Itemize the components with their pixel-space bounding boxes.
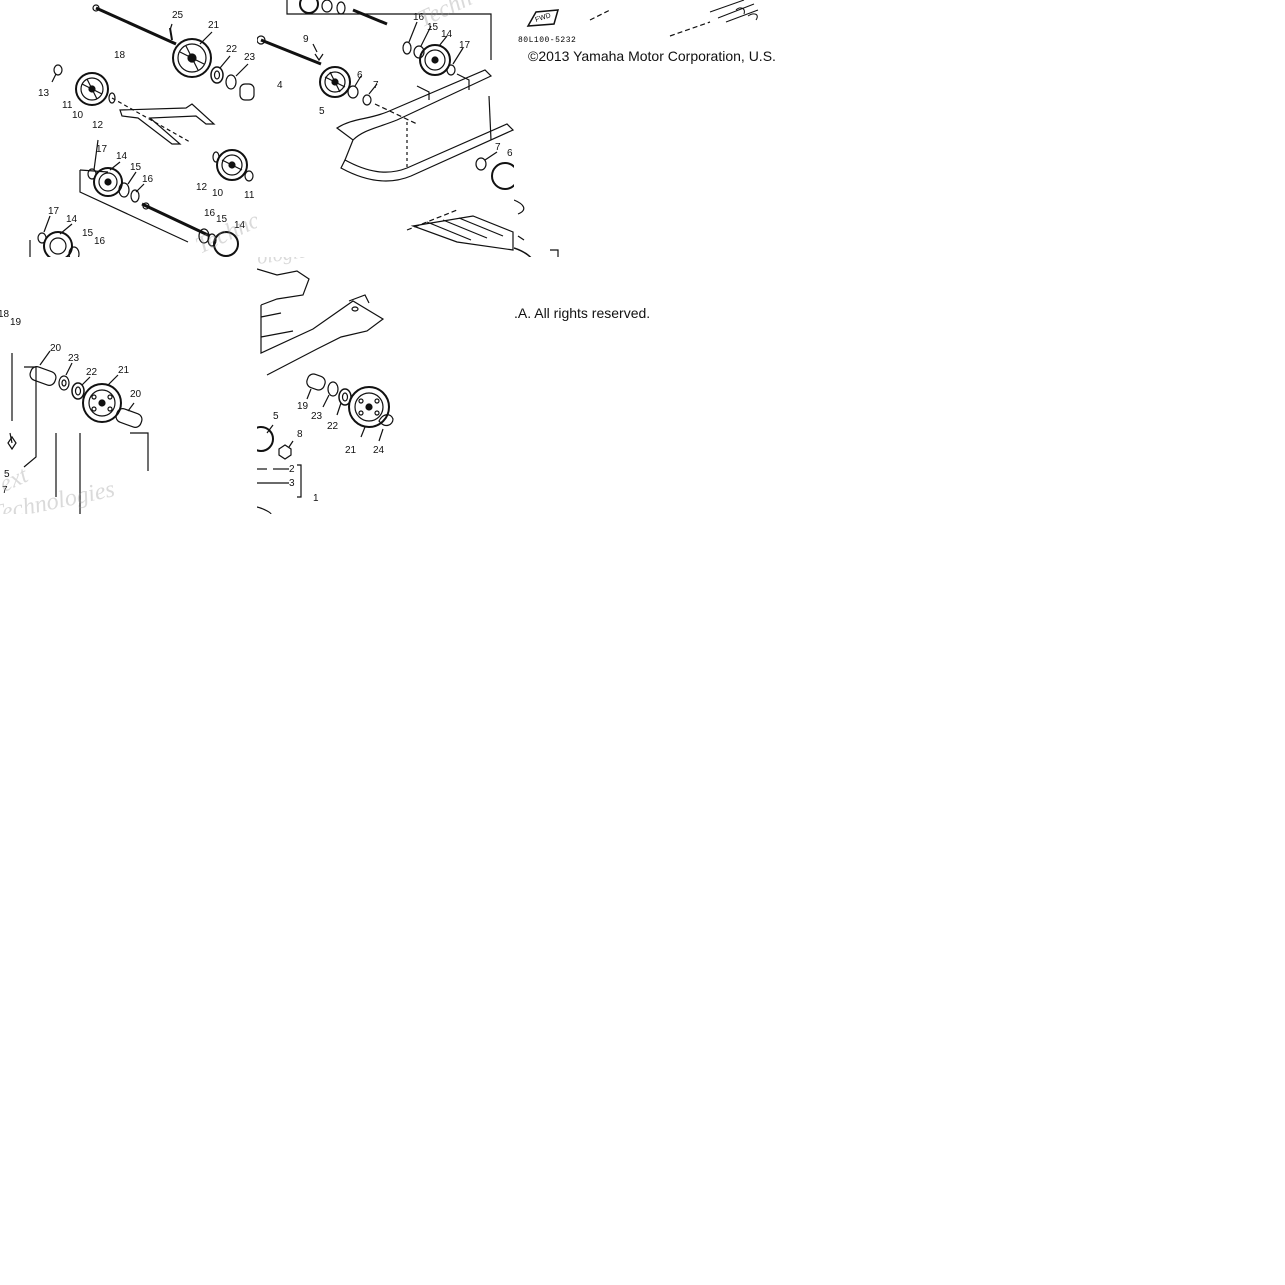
callout-label: 2 bbox=[289, 464, 295, 475]
callout-label: 5 bbox=[4, 469, 10, 480]
callout-label: 19 bbox=[297, 401, 309, 412]
exploded-parts-drawing-tr: 80L100-5232 FWD bbox=[514, 0, 759, 257]
callout-label: 7 bbox=[2, 485, 8, 496]
callout-label: 15 bbox=[427, 22, 439, 33]
callout-label: 12 bbox=[92, 120, 104, 131]
copyright-notice-part-1: ©2013 Yamaha Motor Corporation, U.S. bbox=[528, 48, 776, 64]
callout-label: 13 bbox=[38, 88, 50, 99]
callout-label: 23 bbox=[311, 411, 323, 422]
callout-label: 15 bbox=[82, 228, 94, 239]
exploded-parts-drawing-tm: 9 4 6 7 5 16 15 14 17 7 6 bbox=[257, 0, 514, 251]
callout-label: 10 bbox=[212, 188, 224, 199]
callout-label: 12 bbox=[196, 182, 208, 193]
exploded-parts-drawing-mm: 19 23 22 21 24 5 8 2 3 1 bbox=[257, 268, 394, 514]
exploded-parts-drawing-ml: 18 19 20 23 22 21 20 5 7 bbox=[0, 309, 149, 514]
diagram-tile-top-right: 80L100-5232 FWD bbox=[514, 0, 771, 257]
callout-label: 14 bbox=[234, 220, 246, 231]
callout-label: 3 bbox=[289, 478, 295, 489]
callout-label: 22 bbox=[86, 367, 98, 378]
callout-label: 15 bbox=[130, 162, 142, 173]
callout-label: 18 bbox=[114, 50, 126, 61]
callout-label: 21 bbox=[208, 20, 220, 31]
callout-label: 4 bbox=[277, 80, 283, 91]
callout-label: 20 bbox=[50, 343, 62, 354]
diagram-tile-top-left: 25 21 18 22 23 13 11 10 12 17 14 15 16 1… bbox=[0, 0, 257, 257]
callout-label: 23 bbox=[244, 52, 256, 63]
callout-label: 24 bbox=[373, 445, 385, 456]
callout-label: 22 bbox=[327, 421, 339, 432]
callout-label: 7 bbox=[495, 142, 501, 153]
copyright-notice-part-2: .A. All rights reserved. bbox=[514, 305, 651, 321]
callout-label: 20 bbox=[130, 389, 142, 400]
callout-label: 17 bbox=[459, 40, 471, 51]
diagram-tile-middle-right bbox=[514, 257, 771, 514]
callout-label: 6 bbox=[357, 70, 363, 81]
callout-label: 18 bbox=[0, 309, 10, 320]
callout-label: 6 bbox=[507, 148, 513, 159]
callout-label: 15 bbox=[216, 214, 228, 225]
callout-label: 25 bbox=[172, 10, 184, 21]
callout-label: 23 bbox=[68, 353, 80, 364]
callout-label: 9 bbox=[303, 34, 309, 45]
callout-label: 16 bbox=[142, 174, 154, 185]
callout-label: 10 bbox=[72, 110, 84, 121]
callout-label: 16 bbox=[204, 208, 216, 219]
callout-label: 21 bbox=[345, 445, 357, 456]
callout-label: 11 bbox=[244, 190, 255, 201]
callout-label: 17 bbox=[96, 144, 108, 155]
callout-label: 7 bbox=[373, 80, 379, 91]
callout-label: 8 bbox=[297, 429, 303, 440]
callout-label: 5 bbox=[273, 411, 279, 422]
callout-label: 17 bbox=[48, 206, 60, 217]
callout-label: 1 bbox=[313, 493, 319, 504]
exploded-parts-drawing-tl: 25 21 18 22 23 13 11 10 12 17 14 15 16 1… bbox=[29, 4, 256, 257]
callout-label: 22 bbox=[226, 44, 238, 55]
diagram-tile-middle-middle: 19 23 22 21 24 5 8 2 3 1 ologies bbox=[257, 257, 514, 514]
diagram-tile-top-middle: 9 4 6 7 5 16 15 14 17 7 6 Techn bbox=[257, 0, 514, 257]
callout-label: 14 bbox=[116, 151, 128, 162]
callout-label: 21 bbox=[118, 365, 130, 376]
callout-label: 14 bbox=[66, 214, 78, 225]
diagram-tile-middle-left: 18 19 20 23 22 21 20 5 7 ext Technologie… bbox=[0, 257, 257, 514]
diagram-code: 80L100-5232 bbox=[518, 36, 576, 45]
callout-label: 5 bbox=[319, 106, 325, 117]
front-arrow-label: FWD bbox=[534, 12, 551, 24]
callout-label: 14 bbox=[441, 29, 453, 40]
callout-label: 11 bbox=[62, 100, 73, 111]
callout-label: 16 bbox=[94, 236, 106, 247]
callout-label: 19 bbox=[10, 317, 22, 328]
callout-label: 16 bbox=[413, 12, 425, 23]
